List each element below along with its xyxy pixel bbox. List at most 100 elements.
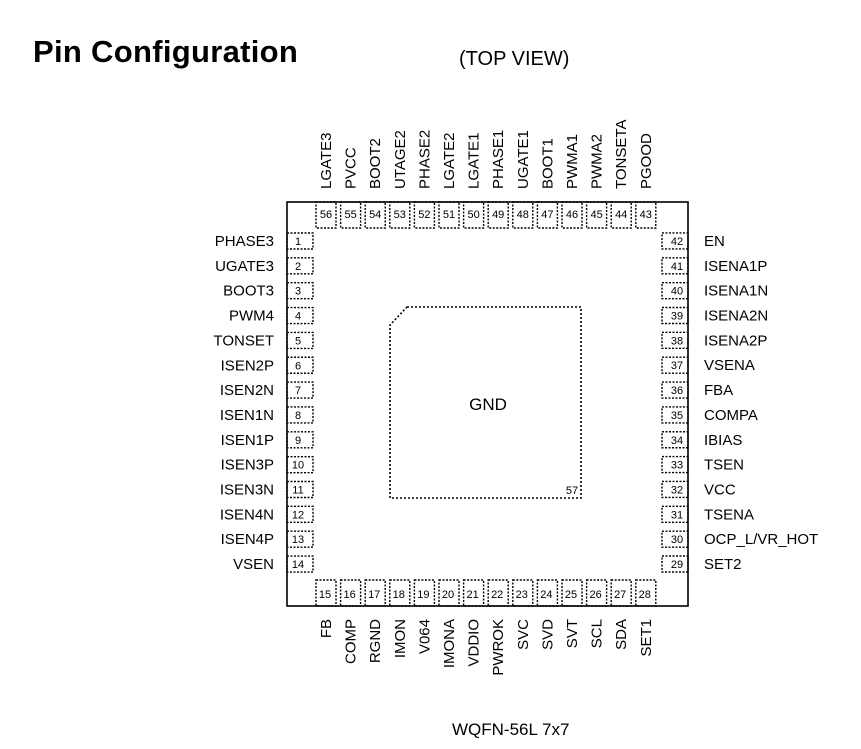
- pin-pad: [364, 579, 386, 607]
- pin-name: V064: [416, 619, 433, 654]
- pin-number: 19: [417, 589, 429, 601]
- pin-number: 10: [292, 460, 304, 472]
- pin-name: IMONA: [441, 619, 458, 668]
- pin-number: 30: [671, 534, 683, 546]
- pin-name: FB: [318, 619, 335, 638]
- pin-name: PVCC: [343, 147, 360, 189]
- pin-number: 33: [671, 460, 683, 472]
- pin-number: 42: [671, 236, 683, 248]
- pin-number: 56: [320, 209, 332, 221]
- pin-name: COMP: [343, 619, 360, 664]
- pin-number: 3: [295, 286, 301, 298]
- pin-number: 17: [368, 589, 380, 601]
- pin-name: VDDIO: [466, 619, 483, 667]
- pin-number: 16: [343, 589, 355, 601]
- pin-number: 55: [344, 209, 356, 221]
- pin-name: BOOT2: [367, 138, 384, 189]
- pin-name: UTAGE2: [392, 130, 409, 189]
- pin-number: 4: [295, 311, 301, 323]
- pin-name: ISENA1P: [704, 258, 767, 275]
- pin-pad: [339, 579, 362, 607]
- package-label: WQFN-56L 7x7: [452, 720, 570, 739]
- pin-name: VSENA: [704, 357, 755, 374]
- pin-name: LGATE2: [441, 133, 458, 189]
- pin-number: 23: [516, 589, 528, 601]
- pin-name: RGND: [367, 619, 384, 663]
- pin-name: PWROK: [490, 619, 507, 676]
- pin-pad: [438, 579, 460, 607]
- pin-number: 28: [639, 589, 651, 601]
- pin-number: 13: [292, 534, 304, 546]
- pin-name: PHASE3: [215, 233, 274, 250]
- pin-number: 20: [442, 589, 454, 601]
- pin-number: 54: [369, 209, 381, 221]
- pin-number: 43: [640, 209, 652, 221]
- pin-name: ISEN2P: [221, 357, 274, 374]
- pin-number: 9: [295, 435, 301, 447]
- pin-name: PGOOD: [638, 133, 655, 189]
- pin-pad: [512, 201, 534, 229]
- pin-name: ISEN3P: [221, 457, 274, 474]
- pin-pad: [462, 201, 485, 229]
- pin-number: 22: [491, 589, 503, 601]
- pin-pad: [536, 579, 559, 607]
- pin-pad: [364, 201, 386, 229]
- pin-number: 46: [566, 209, 578, 221]
- pin-number: 34: [671, 435, 683, 447]
- pin-number: 26: [589, 589, 601, 601]
- pin-pad: [561, 579, 583, 607]
- pin-number: 39: [671, 311, 683, 323]
- pin-name: ISEN3N: [220, 482, 274, 499]
- pin-name: TONSETA: [613, 120, 630, 189]
- pin-number: 25: [565, 589, 577, 601]
- pin-number: 14: [292, 559, 304, 571]
- pin-pad: [487, 201, 509, 229]
- pin-name: SDA: [613, 619, 630, 650]
- pin-number: 15: [319, 589, 331, 601]
- pins-layer: 1PHASE32UGATE33BOOT34PWM45TONSET6ISEN2P7…: [213, 120, 818, 676]
- pin-number: 49: [492, 209, 504, 221]
- pin-name: TSEN: [704, 457, 744, 474]
- pin-number: 29: [671, 559, 683, 571]
- pin-name: ISEN1P: [221, 432, 274, 449]
- pin-number: 53: [394, 209, 406, 221]
- pin-number: 32: [671, 484, 683, 496]
- pin-name: LGATE1: [466, 133, 483, 189]
- exposed-pad-number: 57: [566, 485, 578, 497]
- pin-number: 1: [295, 236, 301, 248]
- pin-number: 45: [590, 209, 602, 221]
- pin-pad: [561, 201, 583, 229]
- pin-pad: [585, 579, 608, 607]
- pin-number: 48: [517, 209, 529, 221]
- pin-pad: [487, 579, 509, 607]
- pin-pad: [413, 201, 436, 229]
- pin-name: SET2: [704, 556, 742, 573]
- pin-pad: [610, 201, 632, 229]
- pin-number: 38: [671, 335, 683, 347]
- pin-number: 31: [671, 509, 683, 521]
- pin-number: 7: [295, 385, 301, 397]
- pin-name: PHASE1: [490, 130, 507, 189]
- pin-name: COMPA: [704, 407, 758, 424]
- pin-name: ISEN1N: [220, 407, 274, 424]
- pin-name: TSENA: [704, 506, 754, 523]
- pin-name: ISENA2N: [704, 308, 768, 325]
- pin-number: 11: [292, 485, 303, 497]
- page-title: Pin Configuration: [33, 34, 299, 69]
- pin-number: 47: [541, 209, 553, 221]
- pin-name: ISEN4P: [221, 531, 274, 548]
- pin-name: LGATE3: [318, 133, 335, 189]
- pin-name: ISEN2N: [220, 382, 274, 399]
- pin-number: 35: [671, 410, 683, 422]
- pin-name: SVT: [564, 619, 581, 648]
- pin-number: 37: [671, 360, 683, 372]
- pin-pad: [339, 201, 362, 229]
- pin-pad: [462, 579, 485, 607]
- pin-name: IBIAS: [704, 432, 742, 449]
- view-label: (TOP VIEW): [459, 48, 570, 70]
- pin-pad: [512, 579, 534, 607]
- pin-number: 52: [418, 209, 430, 221]
- pin-name: TONSET: [213, 332, 274, 349]
- pin-name: IMON: [392, 619, 409, 658]
